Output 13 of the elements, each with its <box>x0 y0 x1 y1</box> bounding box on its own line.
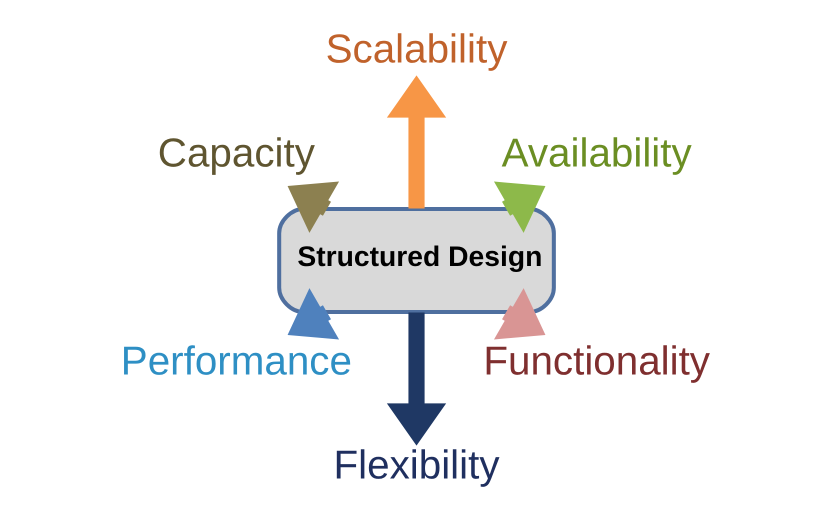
node-text: Flexibility <box>334 442 500 488</box>
node-text: Functionality <box>483 338 710 384</box>
arrow <box>288 288 340 340</box>
node-text: Capacity <box>158 130 315 176</box>
node-box: Structured Design <box>277 206 556 314</box>
arrow <box>494 182 546 233</box>
node-text: Performance <box>120 338 352 384</box>
arrow <box>494 288 546 340</box>
arrow <box>288 182 340 233</box>
node-text: Scalability <box>326 26 508 72</box>
arrow <box>386 312 446 446</box>
arrow <box>386 75 446 209</box>
node-text: Availability <box>502 130 692 176</box>
